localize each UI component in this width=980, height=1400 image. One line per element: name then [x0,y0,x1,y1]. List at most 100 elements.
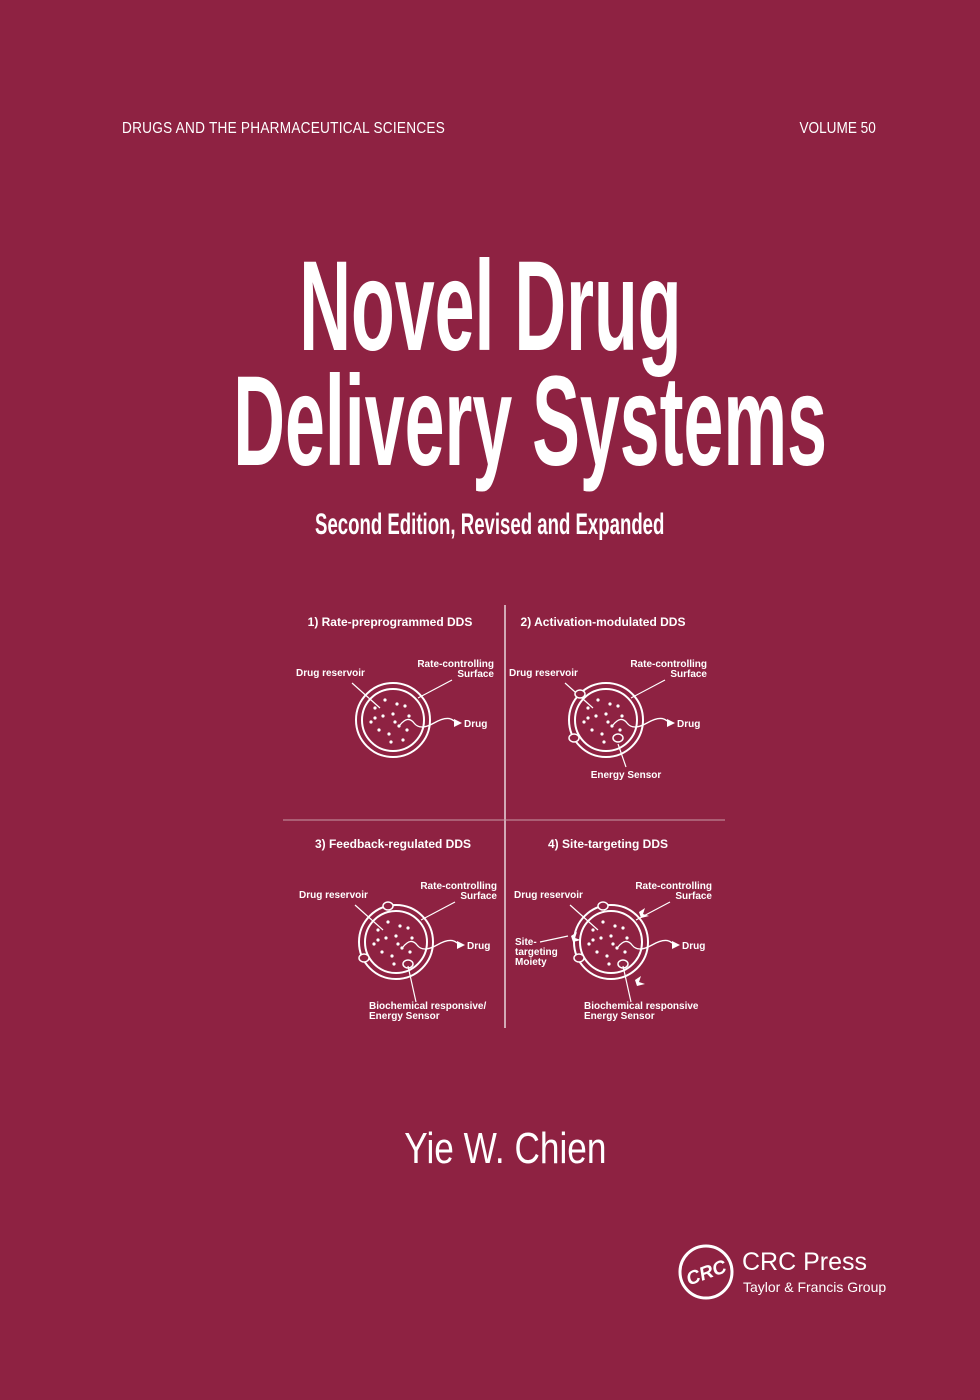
title-text: Novel Drug [298,235,682,378]
drug-label: Drug [677,719,700,730]
drug-particle [377,728,381,732]
drug-particle [590,728,594,732]
drug-particle [595,950,599,954]
drug-particle [594,714,598,718]
drug-particle [390,954,394,958]
drug-reservoir-label: Drug reservoir [514,890,583,901]
drug-label: Drug [464,719,487,730]
drug-particle [398,924,402,928]
leader-line [630,679,666,699]
author-name: Yie W. Chien [0,1124,980,1174]
panel-title: 4) Site-targeting DDS [548,837,668,851]
leader-line [351,682,381,709]
drug-particle [376,928,380,932]
arrow-head-icon [457,941,465,949]
drug-particle [601,920,605,924]
drug-particle [376,938,380,942]
inner-membrane [364,910,428,974]
drug-particle [625,936,629,940]
drug-particle [609,934,613,938]
drug-particle [386,920,390,924]
drug-reservoir-label: Drug reservoir [509,668,578,679]
svg-text:CRC: CRC [684,1256,730,1290]
panel-title: 3) Feedback-regulated DDS [315,837,471,851]
leader-line [354,904,384,931]
drug-particle [611,942,615,946]
drug-label: Drug [682,941,705,952]
sensor-label: Energy Sensor [591,770,662,781]
title-text: Delivery Systems [233,350,827,493]
drug-particle [605,954,609,958]
drug-particle [387,732,391,736]
drug-label: Drug [467,941,490,952]
drug-particle [606,720,610,724]
targeting-moiety-icon [571,932,581,942]
leader-line [569,904,599,931]
energy-sensor-icon [612,733,624,743]
author-text: Yie W. Chien [403,1124,607,1173]
edition-subtitle: Second Edition, Revised and Expanded [0,508,980,542]
inner-membrane [361,688,425,752]
leader-line [417,679,453,699]
arrow-head-icon [672,941,680,949]
drug-particle [586,706,590,710]
outer-membrane [358,904,434,980]
release-path [612,717,668,728]
sensor-label: Biochemical responsive/ [369,1001,486,1012]
moiety-label: Site- [515,937,537,948]
drug-particle [586,716,590,720]
energy-sensor-icon [358,953,370,963]
drug-particle [408,950,412,954]
targeting-moiety-icon [635,976,645,986]
drug-particle [389,740,393,744]
surface-label: Surface [457,669,494,680]
drug-particle [600,732,604,736]
drug-particle [407,714,411,718]
leader-line [420,901,456,921]
drug-particle [587,942,591,946]
drug-particle [596,698,600,702]
drug-particle [621,926,625,930]
panel-title: 2) Activation-modulated DDS [521,615,686,629]
crc-logo: CRC [678,1244,734,1300]
drug-particle [384,936,388,940]
targeting-moiety-icon [639,908,649,918]
drug-particle [383,698,387,702]
drug-particle [369,720,373,724]
outer-membrane [573,904,649,980]
diagram-panel-4: 4) Site-targeting DDS Drug reservoir Rate-… [514,837,712,1022]
subtitle-text: Second Edition, Revised and Expanded [315,508,665,541]
energy-sensor-icon [574,689,586,699]
drug-particle [394,934,398,938]
rate-controlling-label: Rate-controlling [417,659,494,670]
drug-particle [380,950,384,954]
book-title-line2: Delivery Systems [0,358,980,486]
release-path [617,939,673,950]
drug-particle [607,962,611,966]
drug-particle [372,942,376,946]
drug-particle [393,720,397,724]
sensor-label-2: Energy Sensor [369,1011,440,1022]
outer-membrane [568,682,644,758]
inner-membrane [574,688,638,752]
drug-particle [599,936,603,940]
energy-sensor-icon [597,901,609,911]
drug-particle [608,702,612,706]
arrow-head-icon [454,719,462,727]
outer-membrane [355,682,431,758]
drug-particle [623,950,627,954]
drug-particle [396,942,400,946]
drug-particle [618,728,622,732]
rate-controlling-label: Rate-controlling [635,881,712,892]
drug-particle [582,720,586,724]
drug-particle [620,714,624,718]
drug-particle [392,962,396,966]
drug-particle [373,716,377,720]
drug-reservoir-label: Drug reservoir [296,668,365,679]
drug-particle [602,740,606,744]
release-path [402,939,458,950]
drug-particle [397,724,401,728]
publisher-name: CRC Press [742,1248,868,1276]
